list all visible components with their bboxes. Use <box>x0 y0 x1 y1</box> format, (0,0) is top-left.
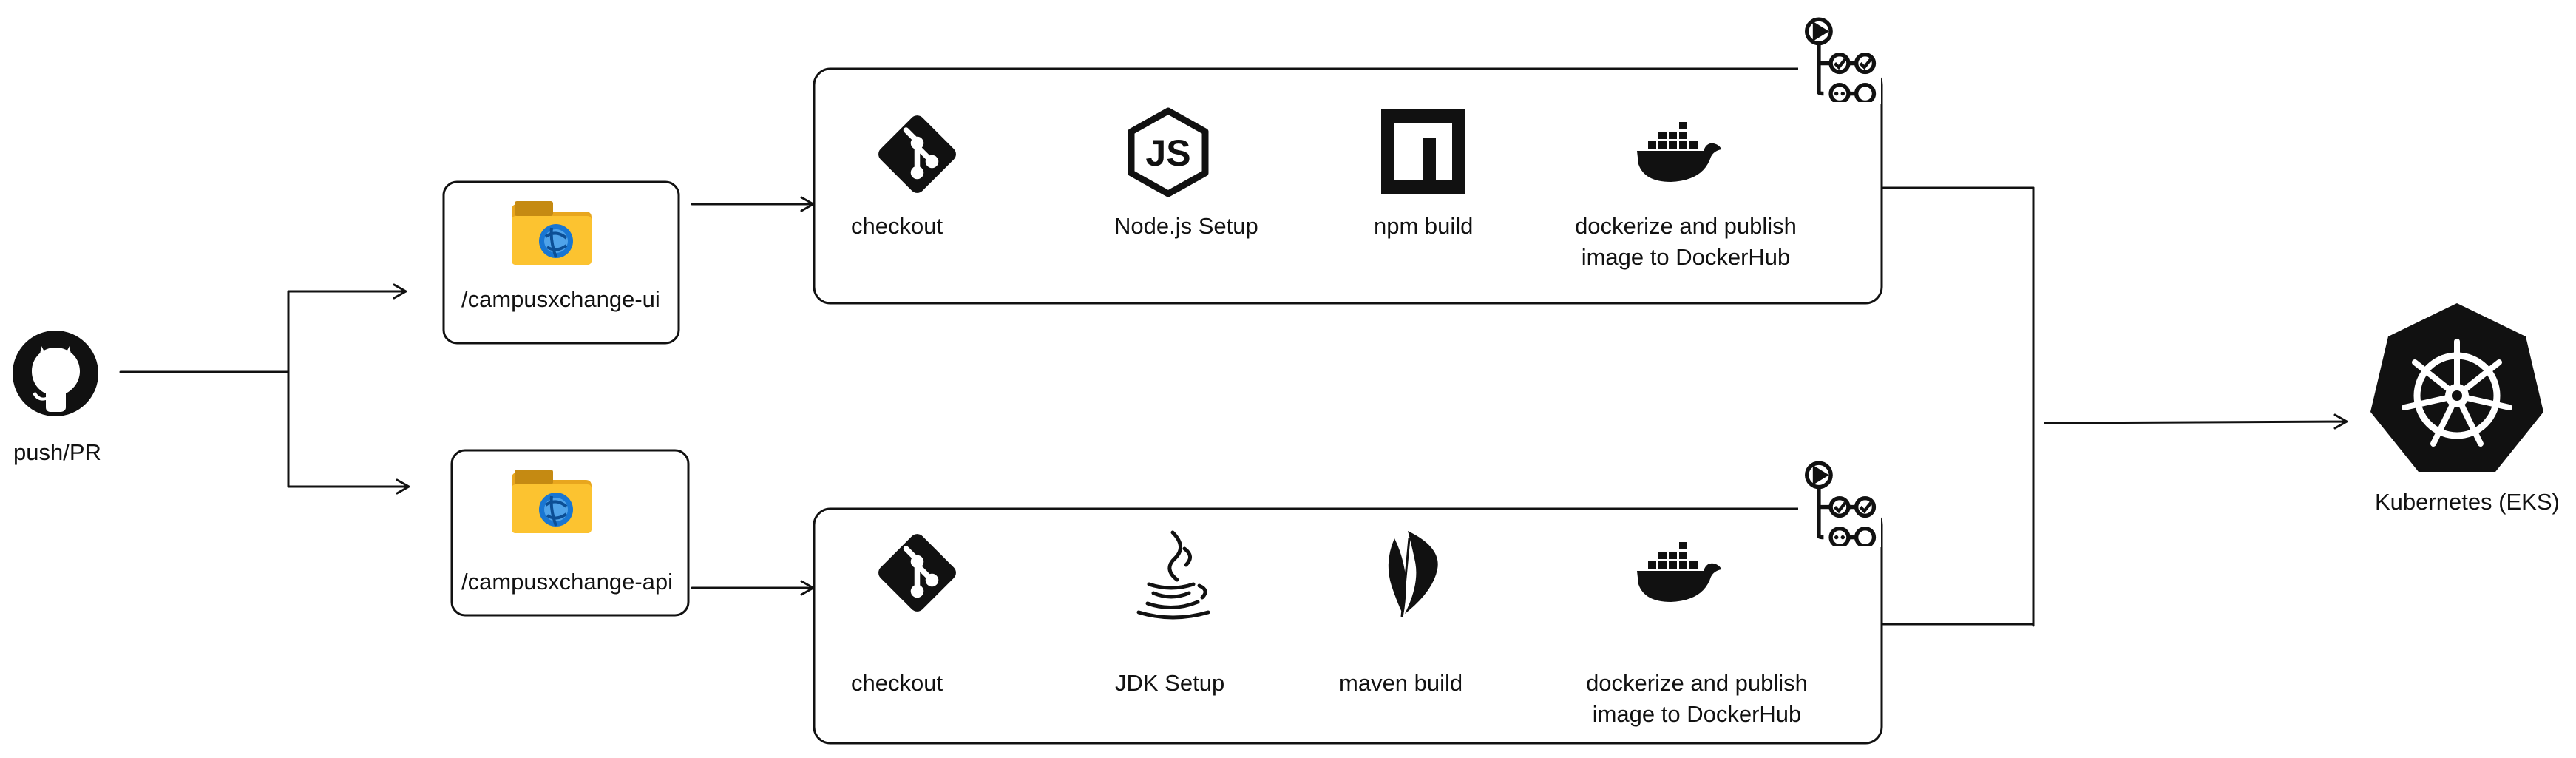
target-label: Kubernetes (EKS) <box>2375 489 2560 515</box>
arrow-to-kubernetes <box>2044 413 2348 430</box>
svg-text:JS: JS <box>1145 132 1190 174</box>
step-label-docker-publish: dockerize and publish image to DockerHub <box>1564 211 1808 273</box>
maven-feather-icon <box>1388 531 1438 617</box>
repo-path-api: /campusxchange-api <box>461 569 674 595</box>
source-label: push/PR <box>13 439 101 465</box>
kubernetes-icon <box>2370 303 2543 472</box>
step-label-docker-publish: dockerize and publish image to DockerHub <box>1575 668 1819 730</box>
nodejs-icon: JS <box>1128 107 1209 197</box>
step-label-nodejs-setup: Node.js Setup <box>1114 213 1258 239</box>
github-actions-icon <box>1798 12 1881 104</box>
arrow-ui-repo-to-pipeline <box>691 196 815 212</box>
java-icon <box>1136 530 1210 620</box>
arrow-api-repo-to-pipeline <box>691 580 815 596</box>
step-label-checkout: checkout <box>851 213 943 239</box>
github-icon <box>13 331 98 416</box>
step-label-docker-line2: image to DockerHub <box>1592 700 1802 727</box>
step-label-maven-build: maven build <box>1339 670 1463 696</box>
arrow-to-api-repo <box>287 478 410 495</box>
step-label-checkout: checkout <box>851 670 943 696</box>
step-label-npm-build: npm build <box>1374 213 1474 239</box>
pipeline-box-ui[interactable] <box>813 67 1883 305</box>
repo-path-ui: /campusxchange-ui <box>461 286 660 312</box>
step-label-docker-line2: image to DockerHub <box>1581 243 1791 270</box>
step-label-jdk-setup: JDK Setup <box>1115 670 1225 696</box>
step-label-docker-line1: dockerize and publish <box>1586 670 1808 696</box>
github-actions-icon <box>1798 454 1881 547</box>
step-label-docker-line1: dockerize and publish <box>1575 213 1797 239</box>
npm-icon <box>1381 109 1465 194</box>
pipeline-box-api[interactable] <box>813 507 1883 745</box>
arrow-to-ui-repo <box>287 283 407 300</box>
connectors <box>119 186 2348 627</box>
